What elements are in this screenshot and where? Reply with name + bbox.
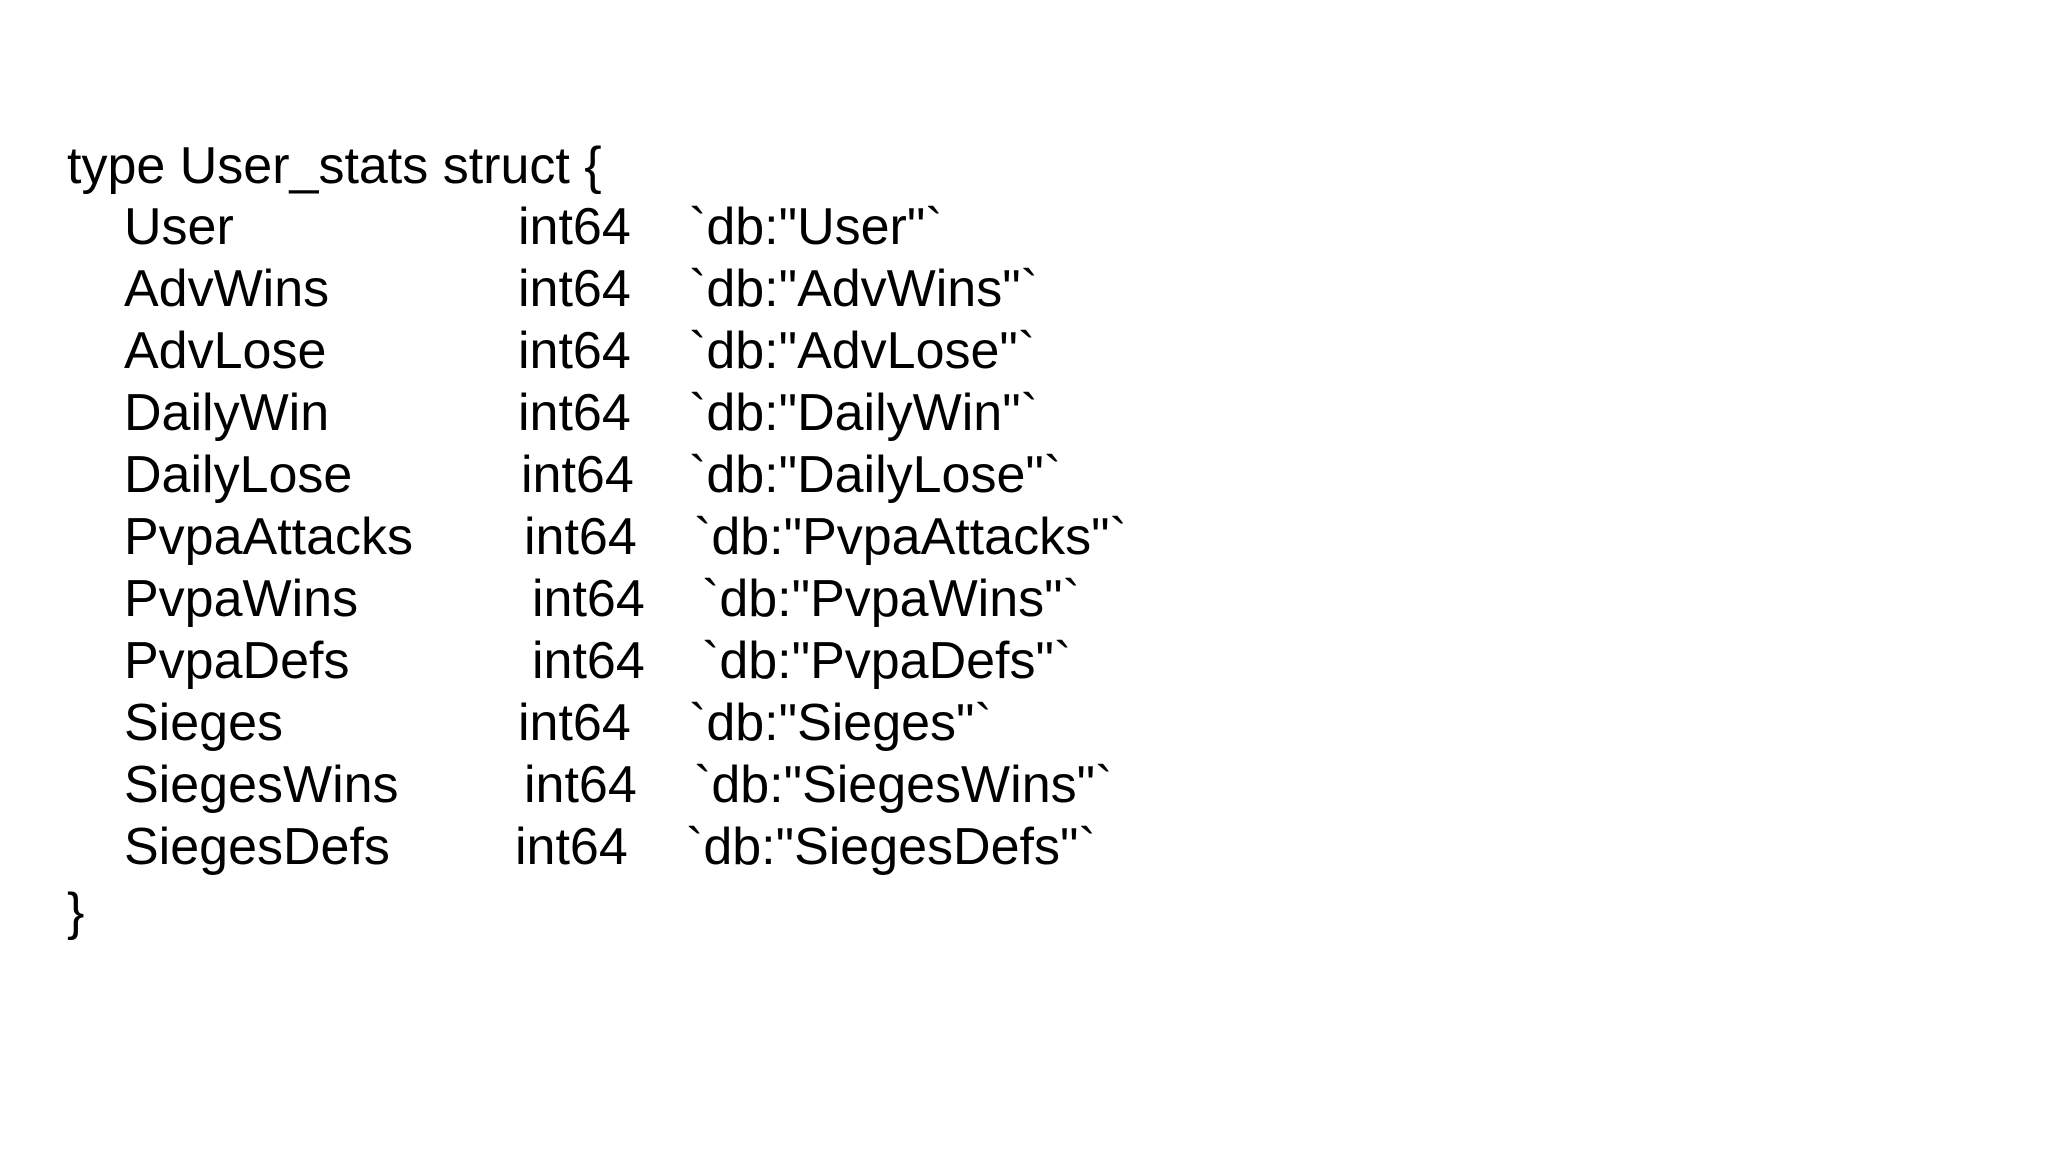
field-type: int64 [518, 322, 631, 380]
field-row: PvpaWins int64 `db:"PvpaWins"` [0, 568, 2048, 630]
field-tag: `db:"User"` [689, 198, 943, 256]
field-name: Sieges [124, 694, 283, 752]
field-row: Sieges int64 `db:"Sieges"` [0, 692, 2048, 754]
field-type: int64 [518, 384, 631, 442]
field-tag: `db:"AdvLose"` [689, 322, 1036, 380]
field-type: int64 [521, 446, 634, 504]
field-row: DailyWin int64 `db:"DailyWin"` [0, 382, 2048, 444]
field-tag: `db:"AdvWins"` [689, 260, 1038, 318]
field-type: int64 [532, 570, 645, 628]
field-type: int64 [524, 508, 637, 566]
field-tag: `db:"SiegesDefs"` [686, 818, 1096, 876]
field-tag: `db:"SiegesWins"` [694, 756, 1113, 814]
field-row: AdvLose int64 `db:"AdvLose"` [0, 320, 2048, 382]
field-row: AdvWins int64 `db:"AdvWins"` [0, 258, 2048, 320]
field-type: int64 [524, 756, 637, 814]
field-tag: `db:"PvpaDefs"` [702, 632, 1072, 690]
field-type: int64 [518, 260, 631, 318]
field-type: int64 [515, 818, 628, 876]
field-name: PvpaWins [124, 570, 359, 628]
field-name: PvpaAttacks [124, 508, 414, 566]
field-type: int64 [518, 694, 631, 752]
field-name: SiegesWins [124, 756, 399, 814]
field-type: int64 [518, 198, 631, 256]
field-name: DailyLose [124, 446, 353, 504]
field-row: SiegesWins int64 `db:"SiegesWins"` [0, 754, 2048, 816]
field-row: PvpaAttacks int64 `db:"PvpaAttacks"` [0, 506, 2048, 568]
field-name: AdvWins [124, 260, 330, 318]
field-name: User [124, 198, 234, 256]
field-row: PvpaDefs int64 `db:"PvpaDefs"` [0, 630, 2048, 692]
field-row: SiegesDefs int64 `db:"SiegesDefs"` [0, 816, 2048, 878]
field-tag: `db:"Sieges"` [689, 694, 992, 752]
field-name: AdvLose [124, 322, 327, 380]
struct-closing-brace: } [67, 883, 85, 941]
struct-header: type User_stats struct { [67, 137, 602, 195]
field-name: DailyWin [124, 384, 330, 442]
field-type: int64 [532, 632, 645, 690]
field-name: SiegesDefs [124, 818, 390, 876]
field-name: PvpaDefs [124, 632, 350, 690]
field-tag: `db:"DailyLose"` [689, 446, 1062, 504]
field-row: User int64 `db:"User"` [0, 196, 2048, 258]
field-row: DailyLose int64 `db:"DailyLose"` [0, 444, 2048, 506]
field-tag: `db:"PvpaWins"` [702, 570, 1080, 628]
field-tag: `db:"PvpaAttacks"` [694, 508, 1127, 566]
field-tag: `db:"DailyWin"` [689, 384, 1038, 442]
